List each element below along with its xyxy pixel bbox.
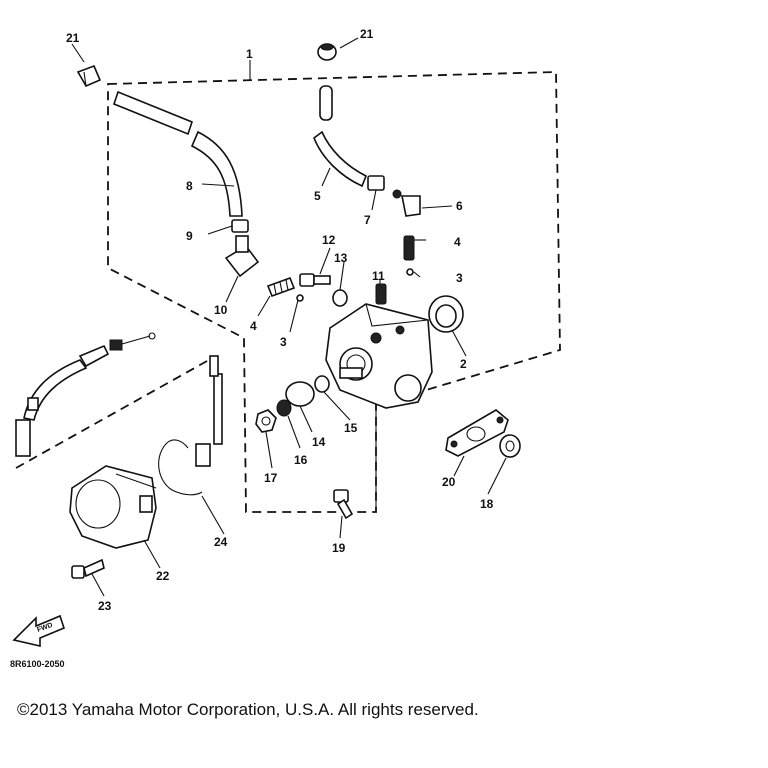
callout-24: 24 (214, 535, 228, 549)
copyright-notice: ©2013 Yamaha Motor Corporation, U.S.A. A… (17, 700, 479, 719)
hose-8 (113, 90, 243, 217)
callout-13: 13 (334, 251, 348, 265)
hose-5 (313, 85, 368, 188)
joint-6 (392, 189, 421, 217)
callout-22: 22 (156, 569, 170, 583)
callout-8: 8 (186, 179, 193, 193)
cap-left (76, 64, 102, 88)
callout-3-right: 3 (456, 271, 463, 285)
callout-1: 1 (246, 47, 253, 61)
leader-lines (71, 37, 507, 597)
pump-cover-22 (69, 465, 157, 549)
washer-15 (314, 375, 330, 393)
callout-11: 11 (372, 269, 385, 283)
joint-10 (224, 235, 260, 278)
bolt-19 (333, 489, 354, 520)
nut-17 (255, 409, 277, 433)
callout-5: 5 (314, 189, 321, 203)
front-arrow-icon: FWD (12, 614, 65, 648)
screw-11 (375, 283, 387, 305)
clip-9 (231, 219, 249, 233)
callout-labels: 1 2 3 3 4 4 5 6 7 8 9 10 11 12 13 14 15 … (66, 27, 494, 613)
callout-16: 16 (294, 453, 308, 467)
callout-20: 20 (442, 475, 456, 489)
ball-3-left (296, 294, 304, 302)
spring-4-right (403, 235, 415, 261)
callout-21-left: 21 (66, 31, 80, 45)
parts-diagram: FWD 1 2 3 3 4 4 (12, 27, 561, 648)
oil-seal-2 (428, 295, 464, 333)
oil-pump-section-divider (15, 355, 217, 469)
callout-9: 9 (186, 229, 193, 243)
spring-4-left (266, 276, 296, 298)
ball-3-right (406, 268, 414, 276)
bolt-23 (71, 558, 105, 579)
washer-18 (499, 434, 521, 458)
callout-10: 10 (214, 303, 228, 317)
callout-14: 14 (312, 435, 326, 449)
cable-24 (158, 355, 223, 496)
callout-18: 18 (480, 497, 494, 511)
washer-13 (332, 289, 348, 307)
assembly-outline (107, 71, 561, 513)
bolt-12 (299, 273, 331, 287)
oil-pump-cable-left (15, 332, 156, 457)
callout-6: 6 (456, 199, 463, 213)
callout-3-left: 3 (280, 335, 287, 349)
oil-pump-body (325, 303, 433, 409)
callout-19: 19 (332, 541, 346, 555)
gear-16 (276, 399, 292, 417)
callout-23: 23 (98, 599, 112, 613)
callout-17: 17 (264, 471, 278, 485)
clip-7 (367, 175, 385, 191)
drawing-number: 8R6100-2050 (10, 659, 65, 669)
callout-15: 15 (344, 421, 358, 435)
gasket-20 (445, 409, 509, 457)
plate-14 (285, 381, 315, 407)
callout-4-right: 4 (454, 235, 461, 249)
callout-21-right: 21 (360, 27, 374, 41)
callout-2: 2 (460, 357, 467, 371)
callout-12: 12 (322, 233, 336, 247)
callout-4-left: 4 (250, 319, 257, 333)
callout-7: 7 (364, 213, 371, 227)
cap-right (317, 43, 337, 61)
